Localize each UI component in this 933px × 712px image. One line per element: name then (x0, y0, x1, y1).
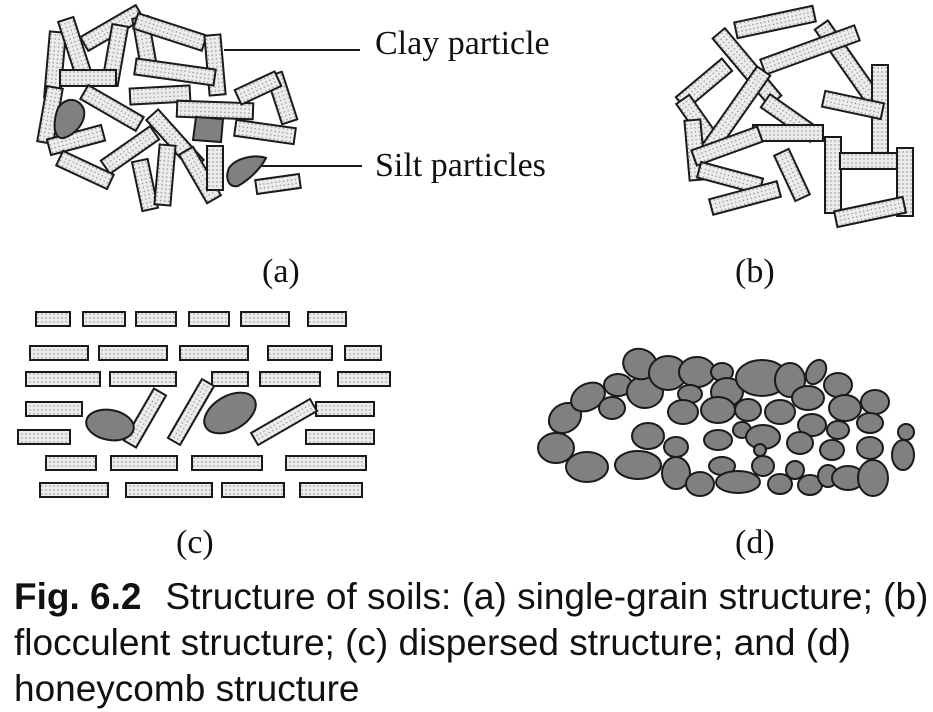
panel-a-single-grain (36, 3, 362, 213)
panel-d-honeycomb (537, 347, 915, 497)
silt-particles-a (53, 99, 268, 188)
panel-b-flocculent (674, 4, 914, 229)
soil-structure-figure: Clay particle Silt particles (a) (b) (c)… (14, 3, 928, 709)
caption-text: Structure of soils: (a) single-grain str… (14, 576, 929, 709)
silt-particles-label: Silt particles (375, 147, 546, 184)
clay-particles-c (17, 311, 391, 498)
panel-d-label: (d) (735, 524, 775, 561)
panel-c-label: (c) (176, 524, 214, 561)
panel-b-label: (b) (735, 253, 775, 290)
panel-a-label: (a) (262, 253, 300, 290)
panel-c-dispersed (17, 311, 391, 498)
silt-particles-c (85, 391, 257, 442)
figure-number: Fig. 6.2 (14, 576, 142, 617)
clay-particle-label: Clay particle (375, 25, 550, 62)
clay-particles-a (36, 3, 302, 213)
diagram-canvas (17, 3, 915, 498)
